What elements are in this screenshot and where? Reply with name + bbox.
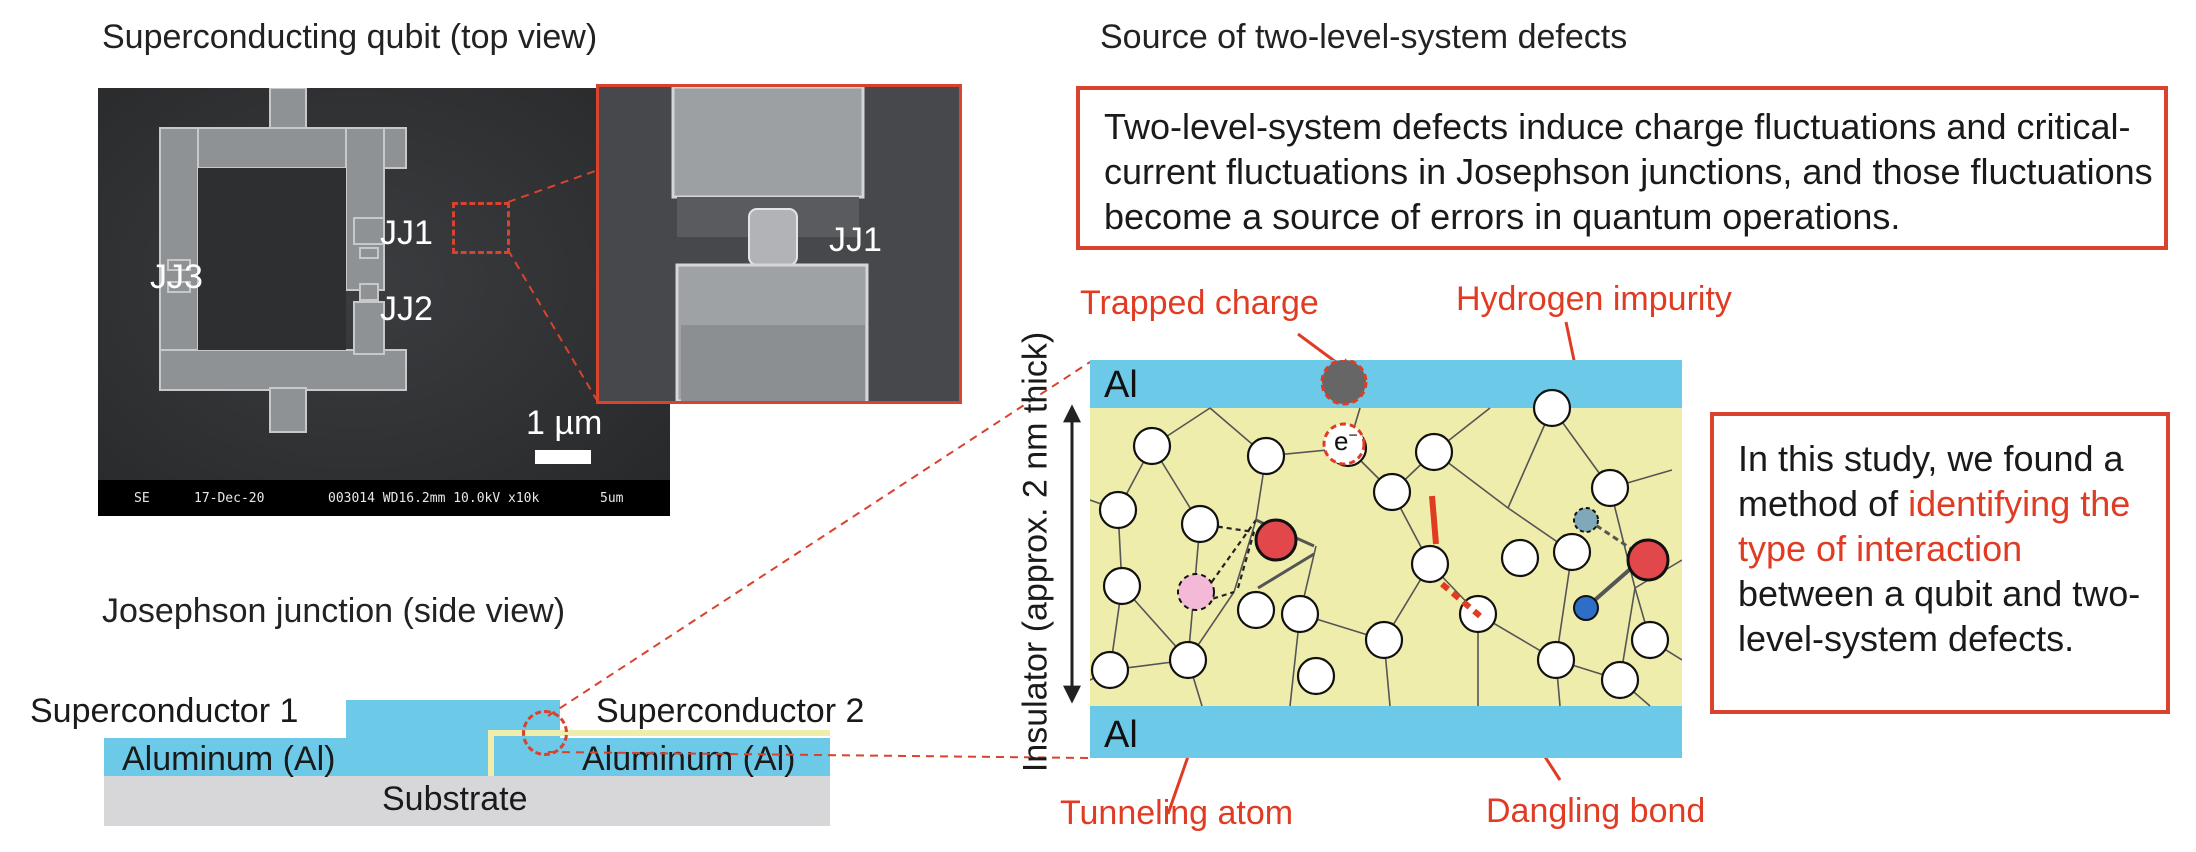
dangling-bond-label: Dangling bond [1486,792,1706,830]
insulator-layer-vertical [488,730,494,776]
sem-info-bar: SE 17-Dec-20 003014 WD16.2mm 10.0kV x10k… [98,480,670,516]
tls-title: Source of two-level-system defects [1100,18,1628,56]
scale-bar [535,450,591,464]
al-top-label: Al [1104,364,1138,406]
jj1-selection-box [452,202,510,254]
sem-micrograph [98,87,670,516]
info-scale: 5um [600,491,624,506]
study-highlight: identifying the type of interaction [1738,483,2131,569]
jj3-label: JJ3 [150,258,203,296]
hydrogen-impurity-label: Hydrogen impurity [1456,280,1732,318]
jj1-label: JJ1 [380,214,433,252]
info-params: 003014 WD16.2mm 10.0kV x10k [328,491,540,506]
tunneling-atom-label: Tunneling atom [1060,794,1294,832]
tls-description-box: Two-level-system defects induce charge f… [1076,86,2168,250]
study-box: In this study, we found a method of iden… [1710,412,2170,714]
tls-description-text: Two-level-system defects induce charge f… [1104,106,2153,237]
trapped-charge-label: Trapped charge [1080,284,1319,322]
study-text-part2: between a qubit and two-level-system def… [1738,573,2141,659]
junction-highlight-circle [522,710,568,756]
insulator-lattice [1089,358,1683,758]
substrate-layer [104,776,830,826]
electron-letter: e [1334,426,1349,456]
jj1-zoom-image [599,87,959,401]
junction-title: Josephson junction (side view) [102,592,566,630]
superconductor2-label: Superconductor 2 [596,692,865,730]
insulator-layer-horizontal [488,730,830,736]
scale-label: 1 µm [526,404,603,442]
electron-symbol: e− [1334,426,1358,457]
substrate-label: Substrate [382,780,528,818]
jj2-label: JJ2 [380,290,433,328]
info-mode: SE [134,491,150,506]
zoom-connector-lines [507,169,1091,759]
electron-charge: − [1348,427,1358,445]
aluminum-left-label: Aluminum (Al) [122,740,336,778]
insulator-label: Insulator (approx. 2 nm thick) [1016,331,1055,773]
info-date: 17-Dec-20 [194,491,265,506]
aluminum-right-label: Aluminum (Al) [582,740,796,778]
superconductor1-label: Superconductor 1 [30,692,299,730]
aluminum-layer [104,738,830,776]
sem-image: JJ1 JJ2 JJ3 1 µm SE 17-Dec-20 003014 WD1… [98,87,670,516]
sem-title: Superconducting qubit (top view) [102,18,598,56]
jj1-zoom-inset: JJ1 [596,84,962,404]
study-text-part1: In this study, we found a method of [1738,438,2124,524]
insulator-diagram: Al Al e− [1089,358,1683,758]
al-bottom-label: Al [1104,714,1138,756]
zoom-jj1-label: JJ1 [829,221,882,259]
